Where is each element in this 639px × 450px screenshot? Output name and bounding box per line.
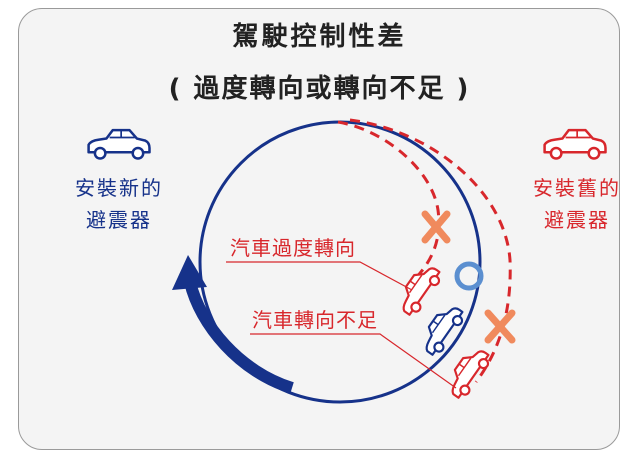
diagram-panel xyxy=(18,8,620,450)
understeer-label: 汽車轉向不足 xyxy=(252,308,378,332)
neutral-car-icon xyxy=(415,300,468,359)
arrow-head-icon xyxy=(172,255,207,290)
rotation-arrow xyxy=(184,280,294,394)
oversteer-label: 汽車過度轉向 xyxy=(230,236,356,260)
old-shock-label-line-1: 安裝舊的 xyxy=(533,176,621,200)
understeer-path xyxy=(349,118,512,383)
oversteer-car-icon xyxy=(392,260,445,319)
cross-icon-upper xyxy=(421,210,451,244)
new-shock-car-icon xyxy=(87,128,151,160)
old-shock-label: 安裝舊的 避震器 xyxy=(522,172,632,236)
old-shock-label-line-2: 避震器 xyxy=(544,208,610,232)
oversteer-path xyxy=(337,120,441,284)
oversteer-leader-line xyxy=(226,261,413,291)
new-shock-label-line-2: 避震器 xyxy=(86,208,152,232)
cross-icon-lower xyxy=(484,309,516,344)
steering-diagram xyxy=(87,118,607,404)
old-shock-car-icon xyxy=(543,128,607,160)
new-shock-label: 安裝新的 避震器 xyxy=(64,172,174,236)
title-line-2: ( 過度轉向或轉向不足 ) xyxy=(168,74,471,104)
title-line-1: 駕駛控制性差 xyxy=(232,22,407,52)
new-shock-label-line-1: 安裝新的 xyxy=(75,176,163,200)
understeer-car-icon xyxy=(441,343,494,402)
ring-icon xyxy=(454,261,484,291)
understeer-leader-line xyxy=(250,333,457,389)
